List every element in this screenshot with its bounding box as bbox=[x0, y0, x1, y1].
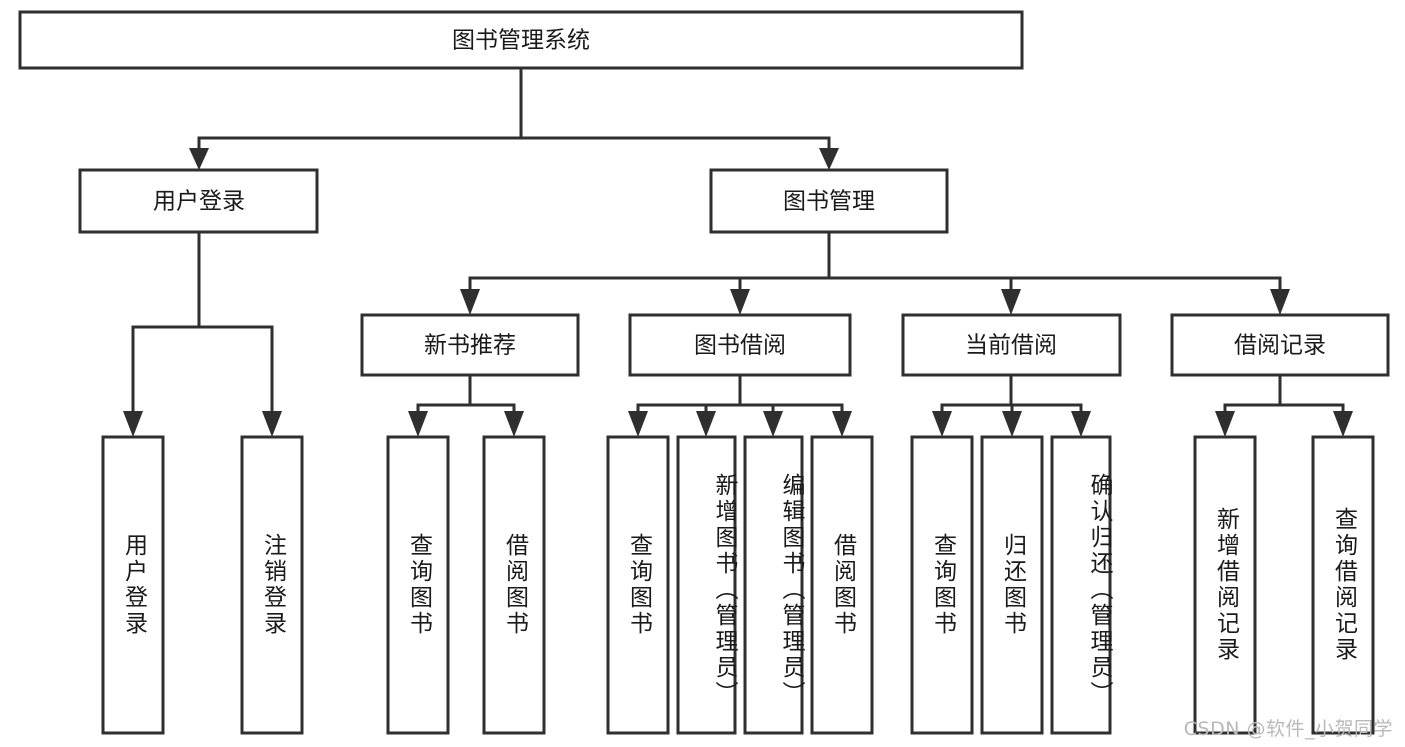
arrow-head-query-book-3 bbox=[932, 411, 952, 437]
arrow-head-user-logout bbox=[262, 411, 282, 437]
node-box-user-logout[interactable] bbox=[240, 435, 304, 735]
node-box-add-book-admin[interactable] bbox=[676, 435, 737, 735]
arrow-head-add-borrow-record bbox=[1215, 411, 1235, 437]
connector-group-new-book-recommend bbox=[408, 373, 524, 437]
arrow-head-book-management bbox=[819, 148, 839, 170]
arrow-head-borrow-record bbox=[1270, 289, 1290, 315]
node-box-user-login[interactable] bbox=[78, 168, 319, 234]
node-label-borrow-book-1: 借阅图书 bbox=[501, 533, 528, 637]
arrow-head-query-book-1 bbox=[408, 411, 428, 437]
connector-group-root bbox=[189, 66, 839, 170]
arrow-head-user-login bbox=[189, 148, 209, 170]
node-label-book-borrow: 图书借阅 bbox=[694, 333, 786, 359]
node-box-book-borrow[interactable] bbox=[628, 313, 852, 377]
arrow-head-edit-book-admin bbox=[763, 411, 783, 437]
node-label-borrow-record: 借阅记录 bbox=[1234, 333, 1326, 359]
node-box-book-management[interactable] bbox=[709, 168, 949, 234]
node-label-borrow-book-2: 借阅图书 bbox=[829, 533, 856, 637]
connector-group-borrow-record bbox=[1215, 373, 1353, 437]
node-label-root: 图书管理系统 bbox=[452, 28, 590, 54]
node-box-current-borrow[interactable] bbox=[901, 313, 1122, 377]
node-box-edit-book-admin[interactable] bbox=[743, 435, 804, 735]
node-box-query-book-1[interactable] bbox=[386, 435, 450, 735]
arrow-head-confirm-return-admin bbox=[1071, 411, 1091, 437]
connector-group-book-borrow bbox=[628, 373, 852, 437]
node-label-query-book-1: 查询图书 bbox=[405, 533, 432, 637]
node-box-new-book-recommend[interactable] bbox=[360, 313, 580, 377]
watermark-text: CSDN @软件_小贺同学 bbox=[1183, 718, 1393, 740]
arrow-head-borrow-book-1 bbox=[504, 411, 524, 437]
node-label-return-book: 归还图书 bbox=[999, 533, 1026, 637]
arrow-head-user-login-do bbox=[123, 411, 143, 437]
connector-group-book-management bbox=[460, 230, 1290, 315]
arrow-head-query-borrow-record bbox=[1333, 411, 1353, 437]
node-box-query-book-2[interactable] bbox=[606, 435, 670, 735]
node-label-new-book-recommend: 新书推荐 bbox=[424, 333, 516, 359]
node-label-query-borrow-record: 查询借阅记录 bbox=[1330, 507, 1357, 663]
node-label-user-login: 用户登录 bbox=[153, 189, 245, 215]
arrow-head-borrow-book-2 bbox=[832, 411, 852, 437]
connector-group-user-login bbox=[123, 230, 282, 437]
arrow-head-return-book bbox=[1002, 411, 1022, 437]
node-box-root[interactable] bbox=[18, 10, 1024, 70]
node-box-confirm-return-admin[interactable] bbox=[1050, 435, 1112, 735]
node-label-user-login-do: 用户登录 bbox=[120, 533, 147, 637]
node-box-query-borrow-record[interactable] bbox=[1311, 435, 1375, 735]
connector-group-current-borrow bbox=[932, 373, 1091, 437]
node-label-user-logout: 注销登录 bbox=[259, 533, 286, 637]
arrow-head-add-book-admin bbox=[696, 411, 716, 437]
node-label-add-book-admin: 新增图书（管理员） bbox=[711, 473, 737, 707]
node-box-add-borrow-record[interactable] bbox=[1193, 435, 1257, 735]
node-box-borrow-book-1[interactable] bbox=[482, 435, 546, 735]
node-label-current-borrow: 当前借阅 bbox=[965, 333, 1057, 359]
node-label-query-book-2: 查询图书 bbox=[625, 533, 652, 637]
node-label-query-book-3: 查询图书 bbox=[929, 533, 956, 637]
node-label-confirm-return-admin: 确认归还（管理员） bbox=[1086, 473, 1112, 707]
node-box-return-book[interactable] bbox=[980, 435, 1044, 735]
node-box-user-login-do[interactable] bbox=[101, 435, 165, 735]
arrow-head-current-borrow bbox=[1001, 289, 1021, 315]
node-label-book-management: 图书管理 bbox=[783, 189, 875, 215]
node-box-borrow-record[interactable] bbox=[1170, 313, 1390, 377]
node-box-borrow-book-2[interactable] bbox=[810, 435, 874, 735]
node-label-add-borrow-record: 新增借阅记录 bbox=[1212, 507, 1239, 663]
arrow-head-query-book-2 bbox=[628, 411, 648, 437]
arrow-head-new-book-recommend bbox=[460, 289, 480, 315]
node-box-query-book-3[interactable] bbox=[910, 435, 974, 735]
node-label-edit-book-admin: 编辑图书（管理员） bbox=[778, 473, 804, 707]
arrow-head-book-borrow bbox=[730, 289, 750, 315]
